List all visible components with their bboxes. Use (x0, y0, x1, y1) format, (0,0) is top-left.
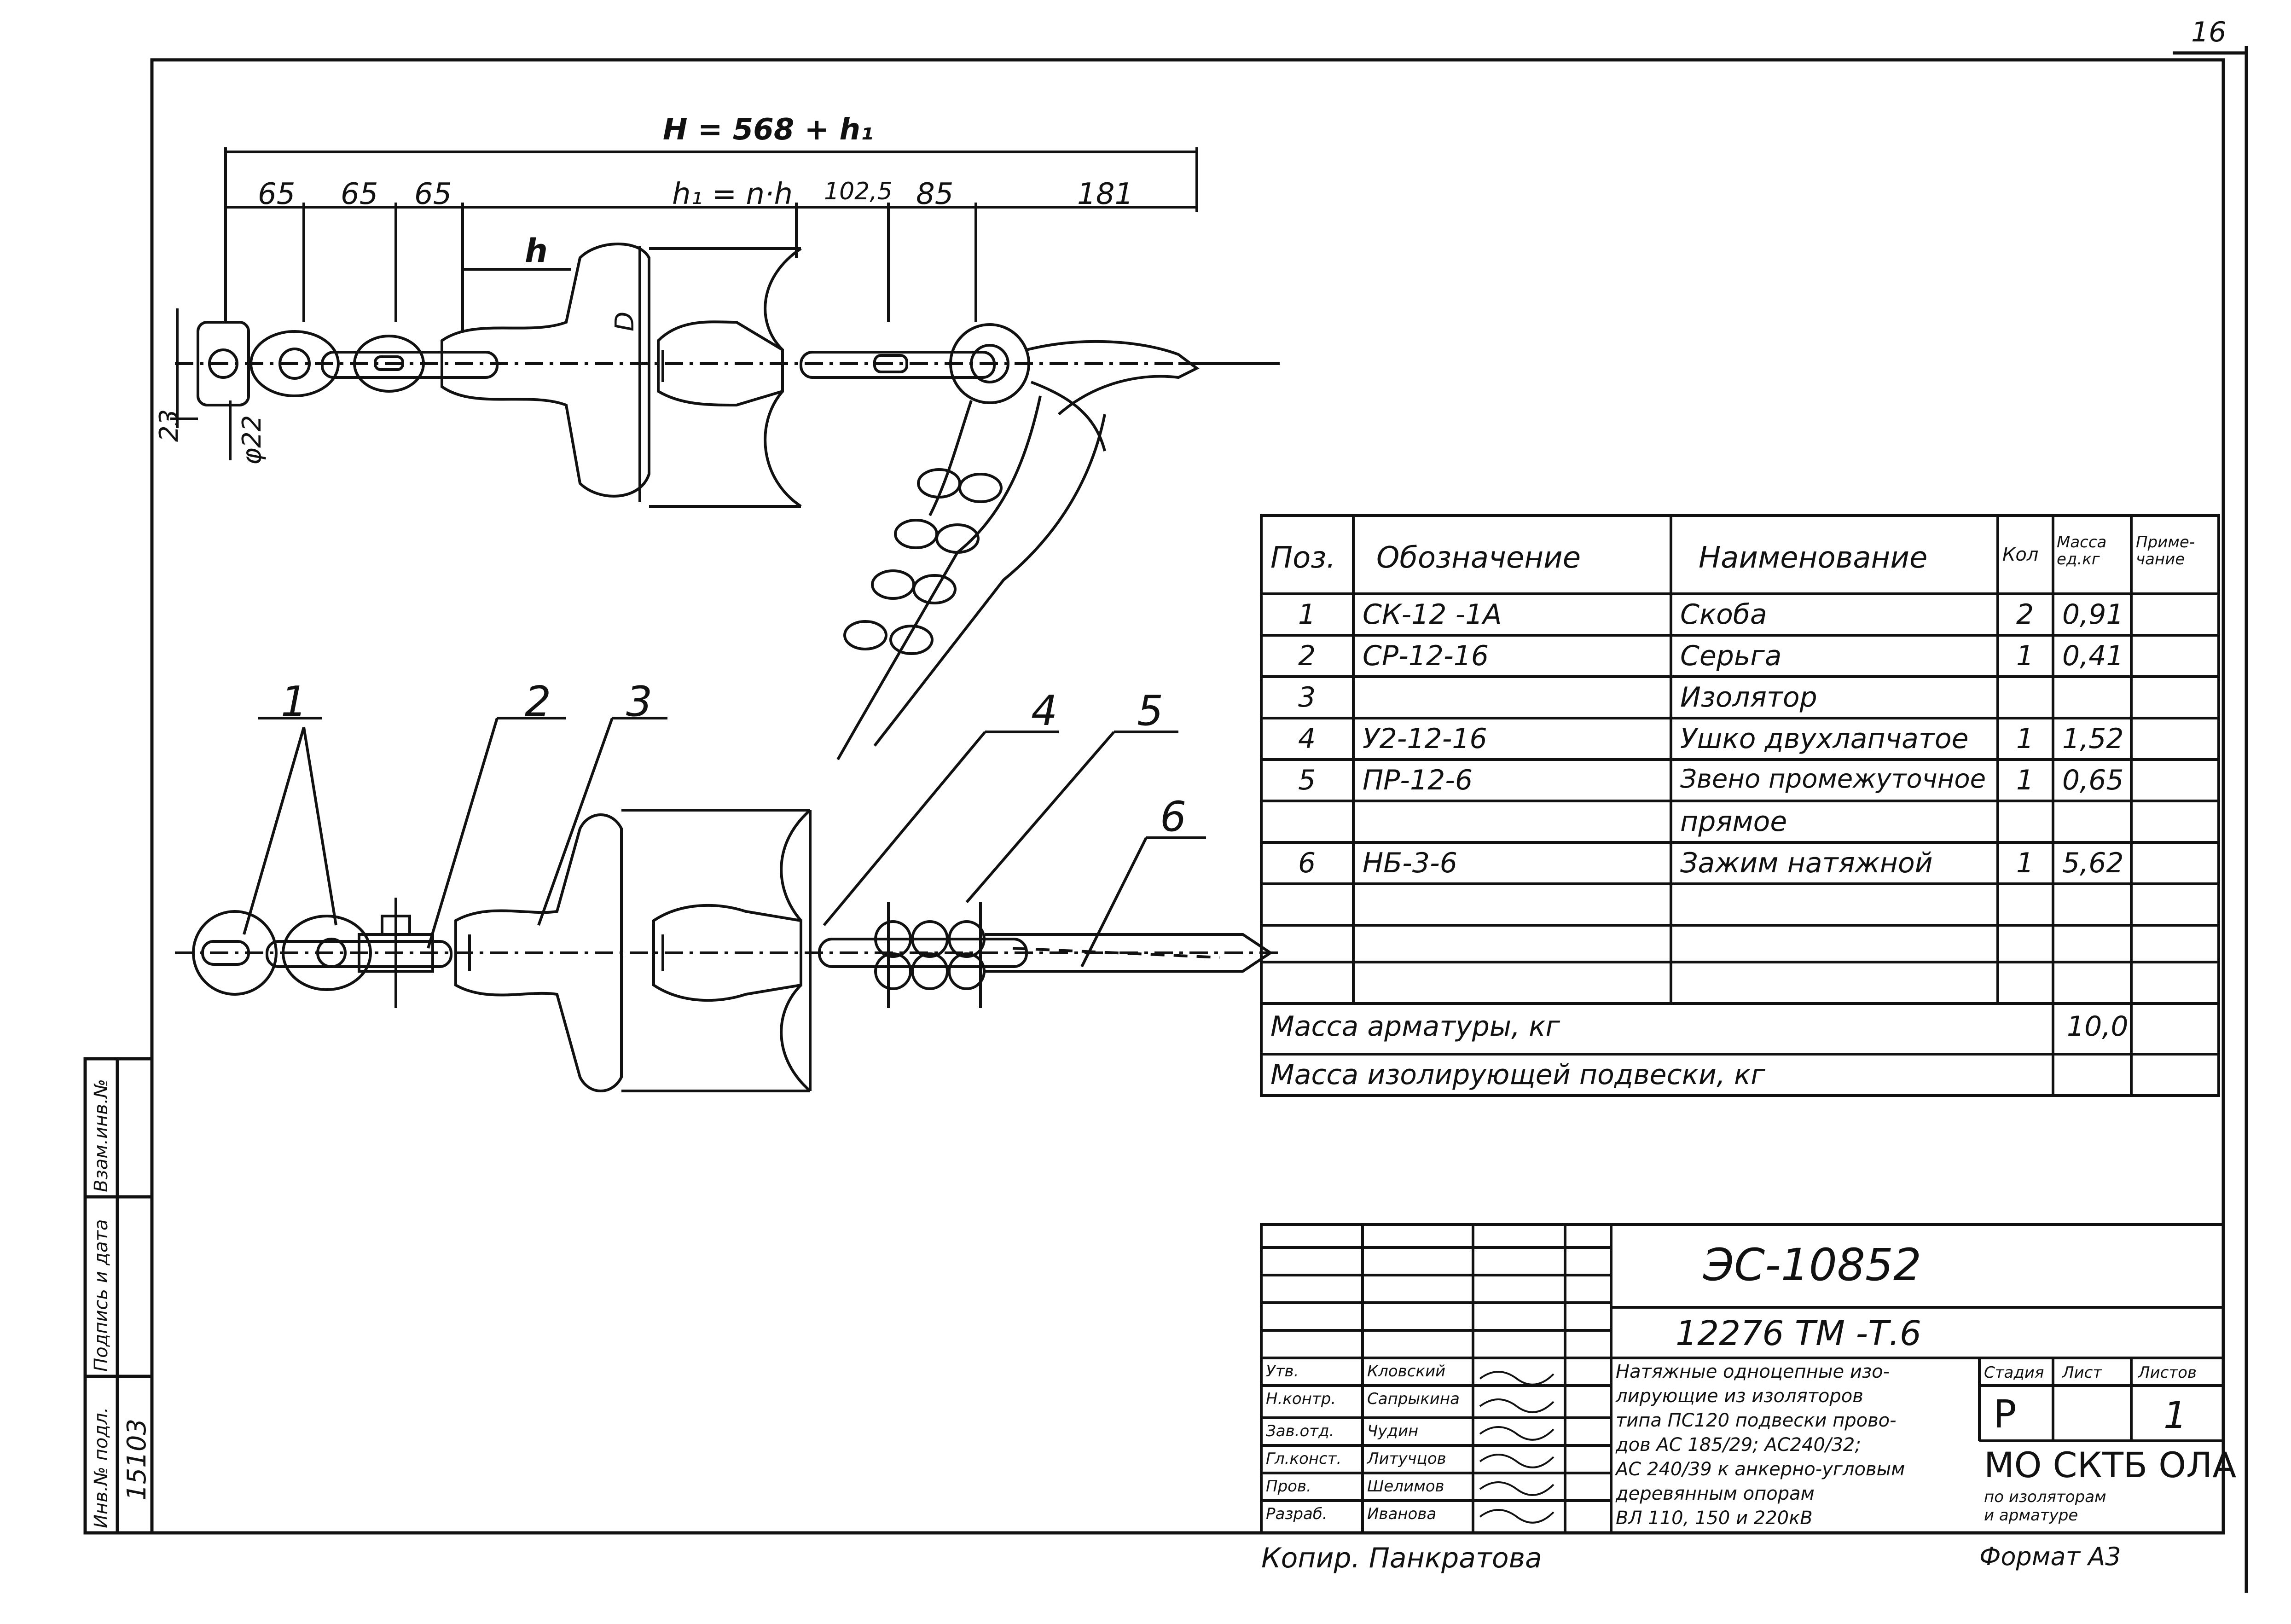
copied-by: Копир. Панкратова (1261, 1542, 1542, 1574)
desc-line-3: типа ПС120 подвески прово- (1616, 1410, 1897, 1431)
doc-code: ЭС-10852 (1703, 1239, 1922, 1291)
row4-pos: 4 (1298, 723, 1316, 755)
row2-mass: 0,41 (2062, 640, 2124, 672)
sign-label: Подпись и дата (91, 1219, 112, 1372)
spec-table-grid (1260, 514, 2220, 1097)
org-line-2: по изоляторам (1984, 1488, 2106, 1506)
row4-designation: У2-12-16 (1363, 723, 1487, 755)
name-5: Шелимов (1367, 1477, 1444, 1496)
name-6: Иванова (1367, 1505, 1437, 1523)
row7-qty: 1 (2016, 847, 2034, 879)
row2-designation: СР-12-16 (1363, 640, 1489, 672)
dim-h1: h₁ = n·h (672, 177, 793, 211)
desc-line-4: дов АС 185/29; АС240/32; (1616, 1434, 1861, 1456)
callout-4: 4 (1031, 687, 1058, 735)
dim-65-b: 65 (341, 177, 378, 211)
sheets-value: 1 (2163, 1394, 2187, 1437)
row5-name: Звено промежуточное (1680, 764, 1986, 794)
row5-qty: 1 (2016, 764, 2034, 796)
armature-mass-label: Масса арматуры, кг (1270, 1010, 1560, 1043)
org-line-3: и арматуре (1984, 1506, 2078, 1525)
row1-pos: 1 (1298, 598, 1316, 631)
dim-181: 181 (1077, 177, 1134, 211)
sheet-label: Лист (2062, 1363, 2102, 1382)
row1-name: Скоба (1680, 598, 1767, 631)
desc-line-6: деревянным опорам (1616, 1483, 1815, 1504)
desc-line-2: лирующие из изоляторов (1616, 1386, 1863, 1407)
callout-3: 3 (626, 678, 653, 726)
dim-85: 85 (916, 177, 954, 211)
replace-label: Взам.инв.№ (91, 1079, 112, 1192)
row2-qty: 1 (2016, 640, 2034, 672)
desc-line-5: АС 240/39 к анкерно-угловым (1616, 1459, 1905, 1480)
header-qty: Кол (2002, 544, 2039, 565)
header-pos: Поз. (1270, 541, 1336, 575)
top-view (170, 147, 1280, 760)
row1-mass: 0,91 (2062, 598, 2124, 631)
format-label: Формат А3 (1979, 1542, 2121, 1571)
callout-2: 2 (525, 678, 551, 726)
doc-subcode: 12276 ТМ -Т.6 (1676, 1314, 1922, 1353)
org-line-1: МО СКТБ ОЛА (1984, 1444, 2237, 1485)
row4-name: Ушко двухлапчатое (1680, 723, 1969, 755)
row4-mass: 1,52 (2062, 723, 2124, 755)
dim-phi22: φ22 (237, 415, 267, 465)
role-3: Зав.отд. (1266, 1422, 1334, 1440)
row5-pos: 5 (1298, 764, 1316, 796)
row6-name: прямое (1680, 806, 1787, 838)
insulating-mass-label: Масса изолирующей подвески, кг (1270, 1059, 1765, 1091)
inv-label: Инв.№ подл. (91, 1407, 112, 1528)
signature-marks (1479, 1371, 1554, 1524)
callout-6: 6 (1160, 793, 1187, 841)
side-view (175, 717, 1284, 1092)
dim-65-a: 65 (258, 177, 296, 211)
dim-102: 102,5 (824, 178, 893, 205)
sheets-label: Листов (2138, 1363, 2197, 1382)
role-2: Н.контр. (1266, 1390, 1336, 1408)
row1-designation: СК-12 -1А (1363, 598, 1502, 631)
dim-D: D (610, 311, 640, 331)
dim-h: h (525, 232, 548, 270)
dim-65-c: 65 (414, 177, 452, 211)
dim-total: H = 568 + h₁ (663, 113, 874, 147)
inv-value: 15103 (122, 1418, 152, 1501)
callout-5: 5 (1137, 687, 1164, 735)
role-1: Утв. (1266, 1362, 1299, 1380)
row2-pos: 2 (1298, 640, 1316, 672)
role-4: Гл.конст. (1266, 1450, 1342, 1468)
row3-name: Изолятор (1680, 681, 1817, 713)
row5-mass: 0,65 (2062, 764, 2124, 796)
desc-line-1: Натяжные одноцепные изо- (1616, 1361, 1890, 1382)
header-designation: Обозначение (1376, 541, 1581, 575)
name-1: Кловский (1367, 1362, 1446, 1380)
name-4: Литучцов (1367, 1450, 1446, 1468)
row7-pos: 6 (1298, 847, 1316, 879)
row7-name: Зажим натяжной (1680, 847, 1933, 879)
title-block-grid (1260, 1223, 2225, 1534)
row3-pos: 3 (1298, 681, 1316, 713)
stage-value: Р (1993, 1392, 2017, 1437)
header-note: Приме- чание (2136, 533, 2195, 569)
role-5: Пров. (1266, 1477, 1311, 1496)
drawing-frame (150, 58, 2225, 1535)
armature-mass-value: 10,0 (2067, 1010, 2129, 1043)
row4-qty: 1 (2016, 723, 2034, 755)
row1-qty: 2 (2016, 598, 2034, 631)
desc-line-7: ВЛ 110, 150 и 220кВ (1616, 1508, 1813, 1529)
row7-designation: НБ-3-6 (1363, 847, 1457, 879)
header-mass: Масса ед.кг (2057, 533, 2107, 569)
row2-name: Серьга (1680, 640, 1782, 672)
stage-label: Стадия (1984, 1363, 2044, 1382)
callout-1: 1 (281, 678, 307, 726)
row5-designation: ПР-12-6 (1363, 764, 1473, 796)
role-6: Разраб. (1266, 1505, 1328, 1523)
dim-23: 23 (154, 409, 184, 442)
header-name: Наименование (1699, 541, 1928, 575)
name-2: Сапрыкина (1367, 1390, 1460, 1408)
name-3: Чудин (1367, 1422, 1419, 1440)
page-number: 16 (2191, 16, 2227, 48)
row7-mass: 5,62 (2062, 847, 2124, 879)
